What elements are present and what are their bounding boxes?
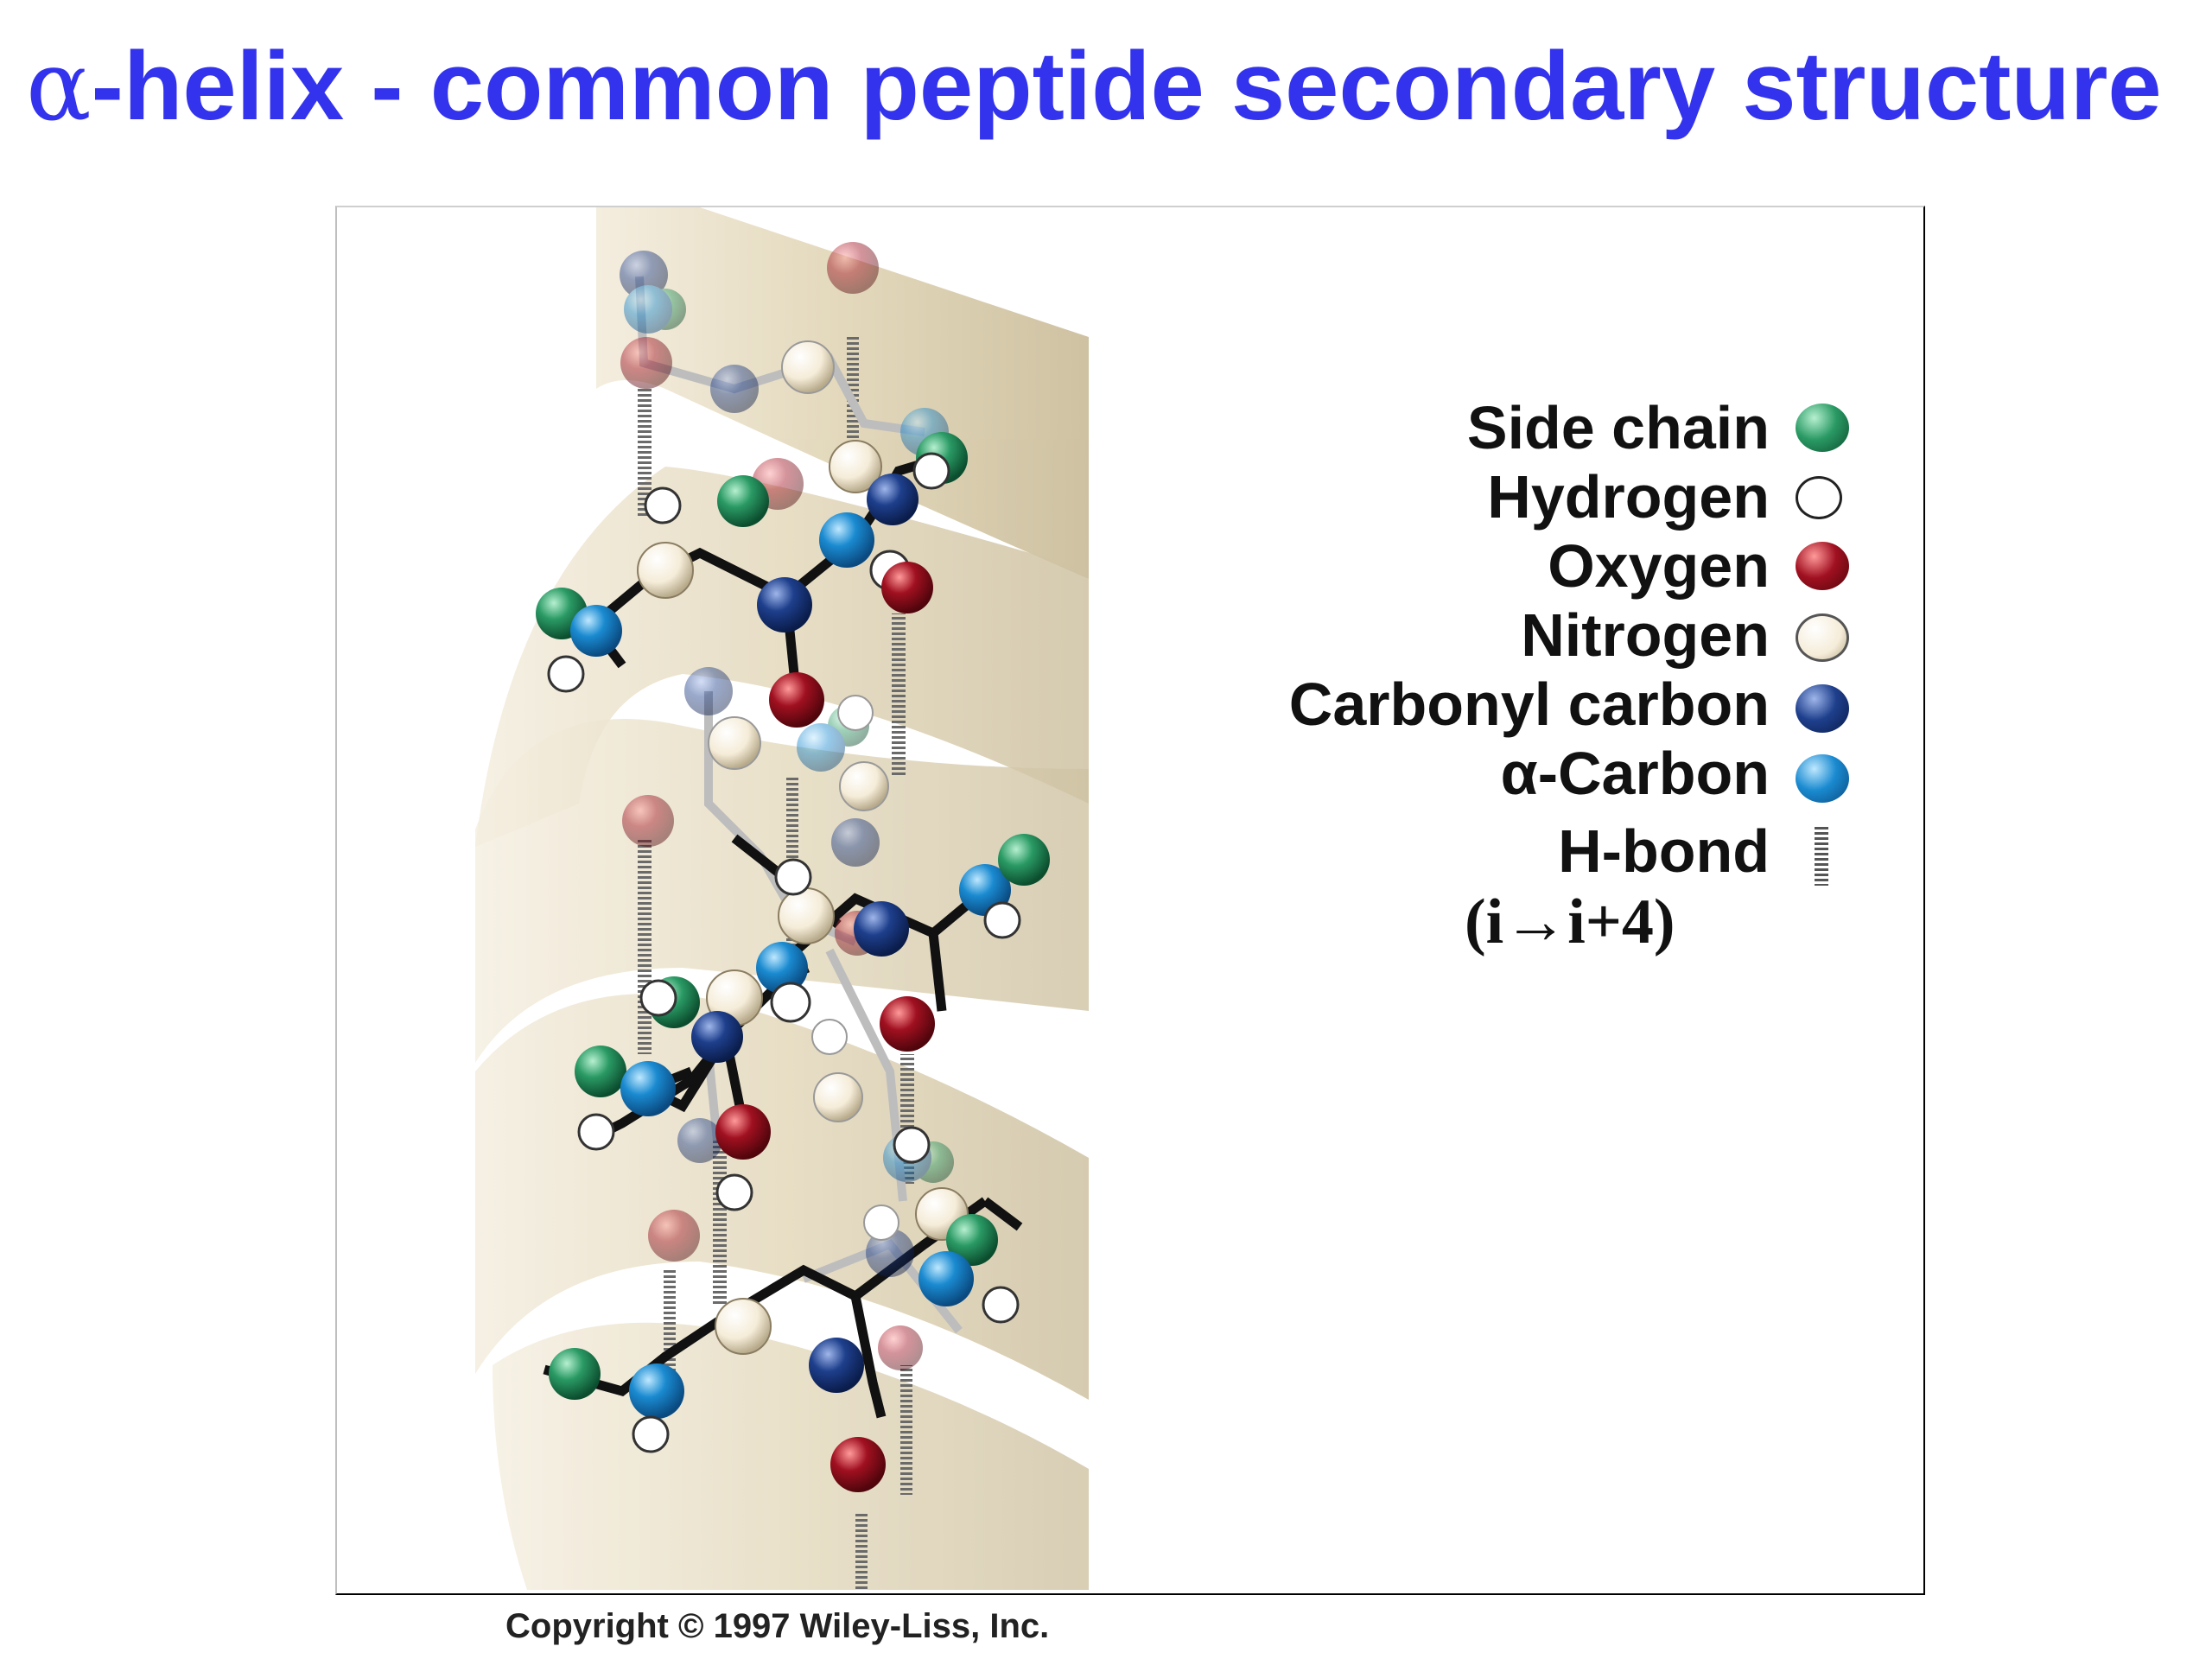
- slide-title: α-helix - common peptide secondary struc…: [26, 30, 2195, 143]
- legend-label: Oxygen: [1548, 532, 1770, 600]
- nitrogen-atom-icon: [1796, 613, 1849, 662]
- copyright-notice: Copyright © 1997 Wiley-Liss, Inc.: [505, 1607, 1050, 1645]
- hydrogen-atom-icon: [1796, 476, 1842, 519]
- figure-frame: [335, 206, 1925, 1595]
- legend-item-alpha-carbon: α-Carbon: [1501, 739, 1770, 808]
- h-bond-icon: [1815, 827, 1828, 886]
- alpha-helix-illustration: [475, 207, 1089, 1590]
- title-text: -helix - common peptide secondary struct…: [91, 32, 2162, 140]
- legend-item-hydrogen: Hydrogen: [1487, 462, 1770, 531]
- h-bond-note: (i→i+4): [1465, 887, 1675, 957]
- oxygen-atom-icon: [1796, 542, 1849, 590]
- legend-label: Nitrogen: [1521, 601, 1770, 669]
- side-chain-atom-icon: [1796, 404, 1849, 452]
- legend-item-h-bond: H-bond: [1558, 817, 1770, 886]
- atoms: [536, 242, 1050, 1492]
- legend-label: H-bond: [1558, 817, 1770, 885]
- carbonyl-carbon-atom-icon: [1796, 684, 1849, 733]
- legend-item-oxygen: Oxygen: [1548, 531, 1770, 601]
- title-alpha-symbol: α: [26, 30, 92, 143]
- alpha-carbon-atom-icon: [1796, 754, 1849, 803]
- legend-item-carbonyl-carbon: Carbonyl carbon: [1289, 670, 1770, 739]
- legend-item-nitrogen: Nitrogen: [1521, 601, 1770, 670]
- legend-label: Carbonyl carbon: [1288, 671, 1770, 738]
- legend-label: α-Carbon: [1500, 740, 1770, 807]
- legend-label: Side chain: [1466, 394, 1770, 461]
- legend-item-side-chain: Side chain: [1467, 393, 1770, 462]
- legend-label: Hydrogen: [1487, 463, 1770, 531]
